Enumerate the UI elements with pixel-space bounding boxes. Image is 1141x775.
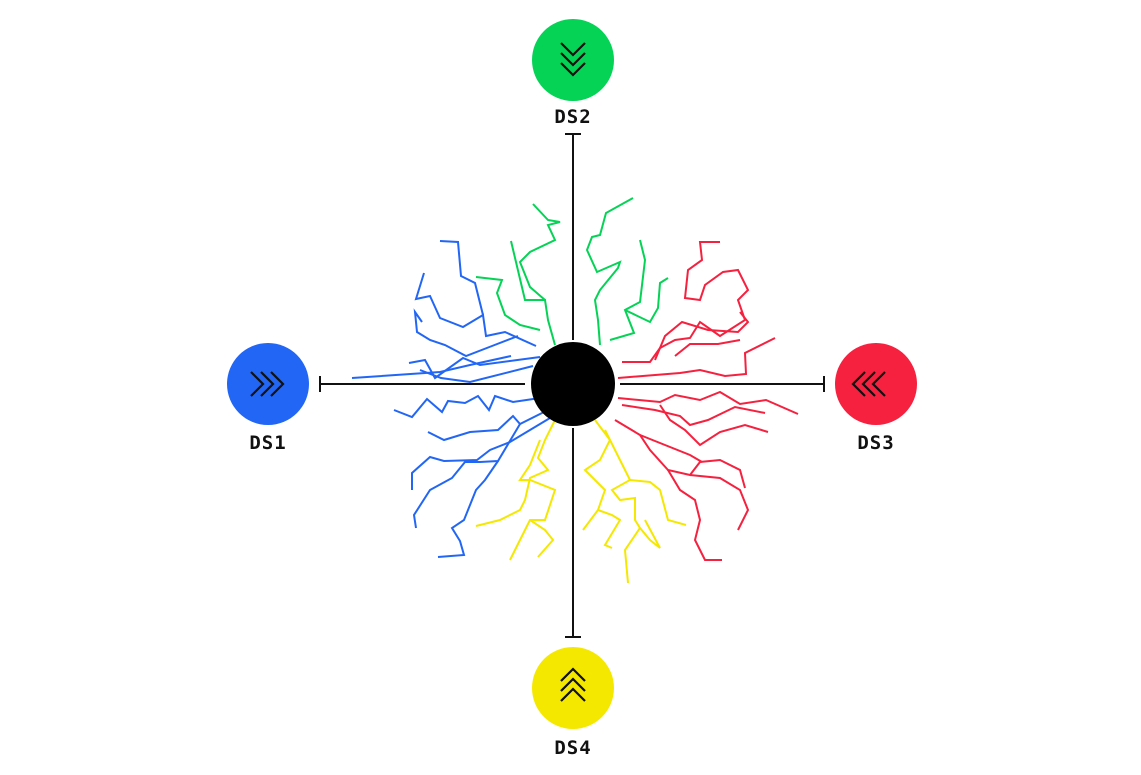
axis-right bbox=[620, 376, 825, 392]
chevrons-right-icon bbox=[250, 371, 285, 397]
chevrons-down-icon bbox=[560, 42, 586, 77]
ds1-label: DS1 bbox=[249, 432, 286, 454]
ds3-circle bbox=[835, 343, 917, 425]
yellow-veins bbox=[475, 419, 687, 584]
ds3-label: DS3 bbox=[857, 432, 894, 454]
ds2-circle bbox=[532, 19, 614, 101]
node-ds1[interactable]: DS1 bbox=[227, 343, 309, 454]
axis-bottom bbox=[565, 428, 581, 638]
red-veins bbox=[614, 241, 799, 561]
ds2-label: DS2 bbox=[554, 106, 591, 128]
ds4-label: DS4 bbox=[554, 737, 591, 759]
ds1-circle bbox=[227, 343, 309, 425]
axis-left bbox=[319, 376, 525, 392]
node-ds2[interactable]: DS2 bbox=[532, 19, 614, 128]
chevrons-left-icon bbox=[851, 371, 886, 397]
node-ds4[interactable]: DS4 bbox=[532, 647, 614, 759]
central-hub bbox=[531, 342, 615, 426]
axis-top bbox=[565, 133, 581, 340]
blue-veins bbox=[351, 240, 551, 558]
green-veins bbox=[475, 197, 669, 346]
chevrons-up-icon bbox=[560, 667, 586, 702]
node-ds3[interactable]: DS3 bbox=[835, 343, 917, 454]
